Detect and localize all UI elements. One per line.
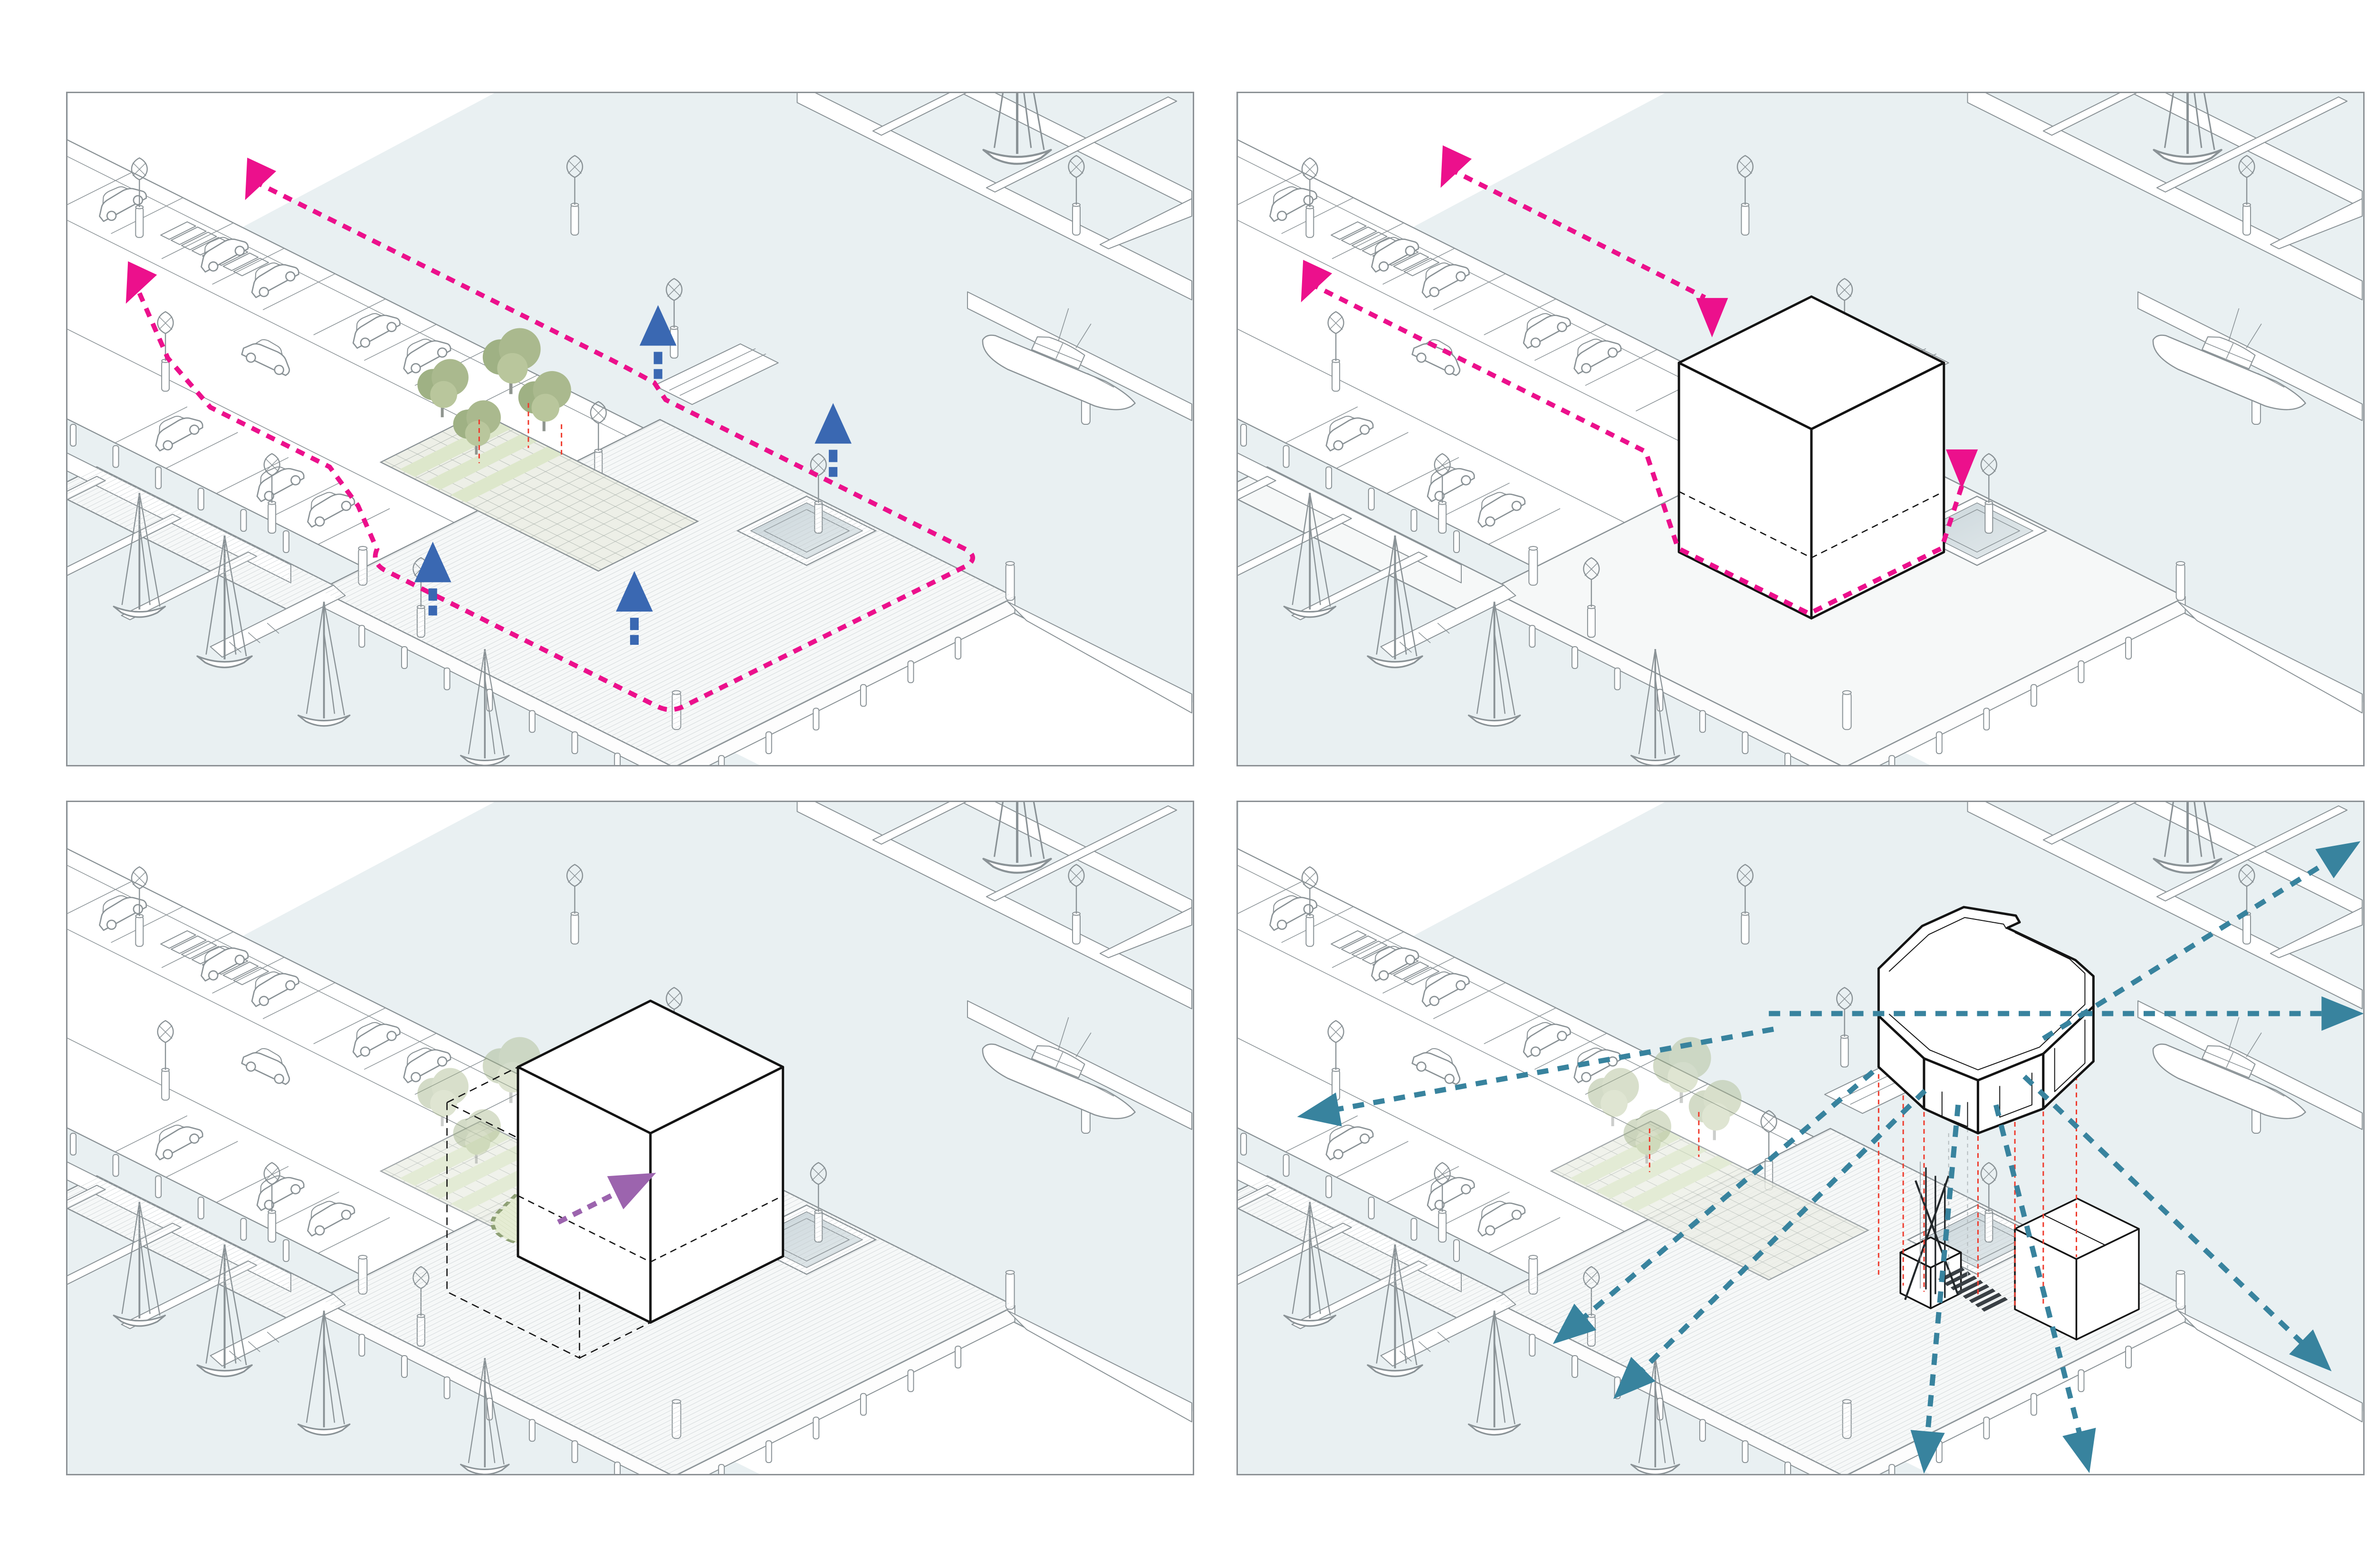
massing-box: [1679, 296, 1944, 618]
exploded-views-drawing: [1238, 802, 2363, 1474]
tree-marker-dashes: [1648, 1112, 1700, 1172]
pink-arrowhead: [245, 157, 277, 201]
shift-arrow-purple: [557, 1173, 656, 1225]
masts: [1904, 1161, 1959, 1300]
panel-exploded-views: [1236, 801, 2365, 1475]
interior-volumes: [1899, 1161, 2140, 1340]
panel-volume-shift: [66, 801, 1194, 1475]
pavilion-box: [2014, 1197, 2140, 1340]
panel-massing-volume: [1236, 92, 2365, 766]
site-circulation-drawing: [67, 93, 1193, 765]
pedestrian-loop-pink: [125, 157, 975, 712]
vehicle-route-pink: [1301, 145, 1978, 616]
view-corridor-arrows: [1297, 841, 2363, 1474]
pink-arrowhead: [125, 261, 157, 304]
roof-shell: [1877, 906, 2095, 1135]
massing-volume-drawing: [1238, 93, 2363, 765]
volume-shift-drawing: [67, 802, 1193, 1474]
shifted-box: [518, 1001, 783, 1322]
tree-marker-dashes: [478, 403, 563, 463]
service-box: [1899, 1236, 1962, 1310]
panel-site-circulation: [66, 92, 1194, 766]
